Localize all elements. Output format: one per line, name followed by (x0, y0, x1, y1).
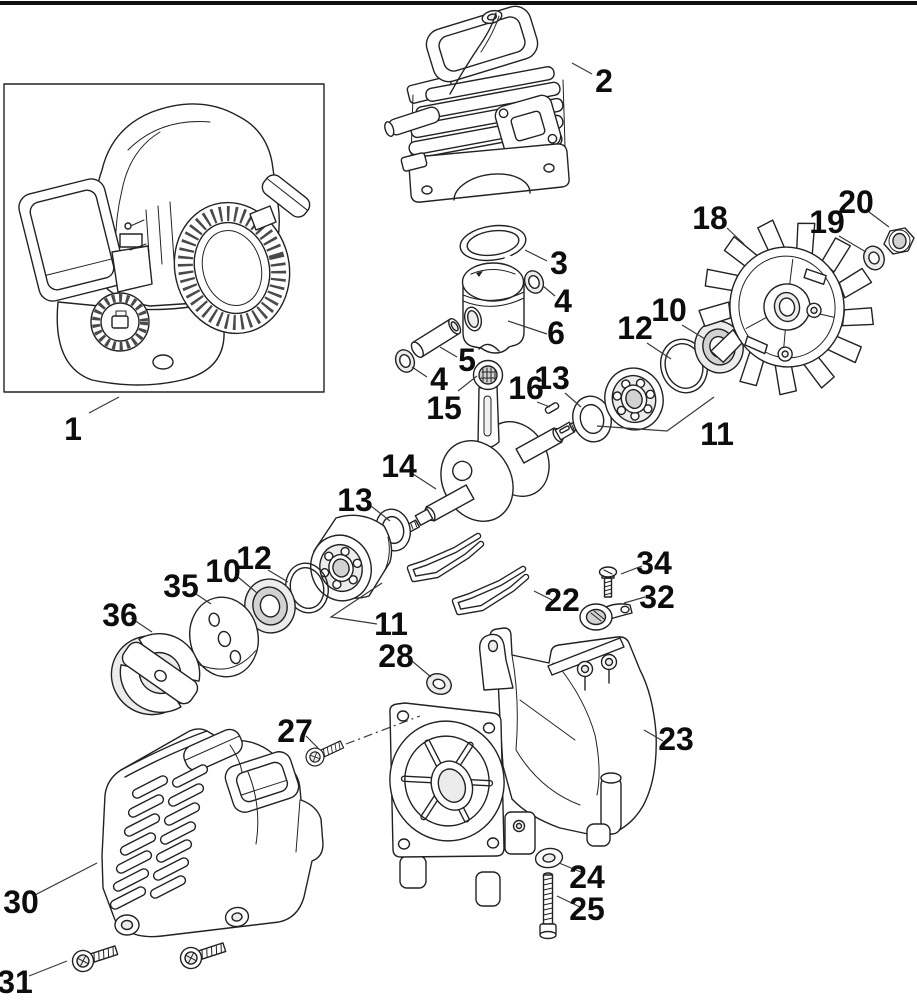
fuel-cap (90, 292, 150, 352)
callout-6: 6 (547, 315, 565, 351)
callout-19: 19 (809, 204, 845, 240)
callout-23: 23 (658, 721, 694, 757)
leader-lines (28, 62, 890, 977)
callout-2: 2 (595, 63, 613, 99)
part-cable-clamp (579, 603, 633, 631)
starter-grip (261, 174, 311, 218)
part-flywheel (698, 217, 877, 397)
starter-rope-guide (249, 205, 277, 231)
part-woodruff-key (544, 402, 560, 414)
callout-25: 25 (569, 891, 605, 927)
callout-32: 32 (639, 579, 675, 615)
intake-stub (384, 106, 441, 137)
callout-22: 22 (544, 582, 580, 618)
callout-36: 36 (102, 597, 138, 633)
part-engine-assembly (3, 83, 325, 393)
callout-4-left: 4 (430, 361, 448, 397)
callout-5: 5 (458, 342, 476, 378)
callout-27: 27 (277, 713, 313, 749)
crankcase-fan-opening (389, 720, 505, 842)
part-retainer-wires (406, 532, 530, 616)
callout-12-left: 12 (236, 540, 272, 576)
part-clutch-plate (189, 596, 259, 678)
engine-flywheel-fan (173, 201, 291, 335)
callout-20: 20 (838, 184, 874, 220)
part-cylinder (384, 5, 570, 203)
decompression-wire (449, 12, 497, 95)
part-screw-clamp (598, 566, 618, 598)
part-screw-starter-1 (69, 939, 121, 975)
callout-15: 15 (426, 390, 462, 426)
callout-35: 35 (163, 568, 199, 604)
screw-27-alignment-line (345, 715, 421, 745)
part-clutch (110, 633, 201, 716)
part-circlip-left (394, 349, 416, 373)
callout-11-right: 11 (700, 416, 734, 452)
cylinder-head-cap (425, 5, 539, 83)
part-piston-ring (459, 224, 531, 279)
callout-4-right: 4 (554, 283, 572, 319)
callout-16: 16 (508, 370, 544, 406)
part-flywheel-nut (883, 227, 915, 255)
callout-24: 24 (569, 859, 605, 895)
connecting-rod (472, 359, 504, 449)
air-filter-box (18, 178, 126, 302)
engine-box-frame (3, 83, 325, 393)
part-starter-housing (101, 728, 324, 938)
callout-12-right: 12 (617, 310, 653, 346)
carburetor (111, 245, 153, 293)
part-crankcase (389, 627, 657, 907)
part-piston-pin (410, 318, 462, 358)
part-oil-seal-left (244, 578, 296, 634)
part-washer-flywheel (863, 245, 885, 271)
part-bearing-right (604, 367, 664, 431)
part-bearing-left (310, 514, 393, 602)
part-circlip-right (523, 270, 545, 294)
callout-11-left: 11 (374, 606, 408, 642)
part-crankshaft-and-rod (402, 359, 587, 535)
callout-28: 28 (378, 638, 414, 674)
callout-13-left: 13 (337, 482, 373, 518)
part-piston (461, 262, 525, 354)
callout-31: 31 (0, 964, 33, 1000)
part-bolt (539, 872, 557, 940)
callout-3: 3 (550, 245, 568, 281)
callout-30: 30 (3, 884, 39, 920)
callout-18: 18 (692, 200, 728, 236)
callout-labels: 1 2 3 4 6 5 4 15 16 13 12 10 11 14 13 18… (0, 63, 874, 1000)
part-screw-starter-2 (177, 936, 229, 972)
cylinder-base-flange (407, 143, 570, 203)
callout-10-left: 10 (205, 553, 241, 589)
part-washer-crankcase (426, 672, 452, 696)
callout-10-right: 10 (651, 292, 687, 328)
callout-13-right: 13 (534, 360, 570, 396)
part-washer-bolt (534, 847, 564, 869)
callout-1: 1 (64, 411, 82, 447)
callout-14: 14 (381, 448, 417, 484)
callout-34: 34 (636, 545, 672, 581)
